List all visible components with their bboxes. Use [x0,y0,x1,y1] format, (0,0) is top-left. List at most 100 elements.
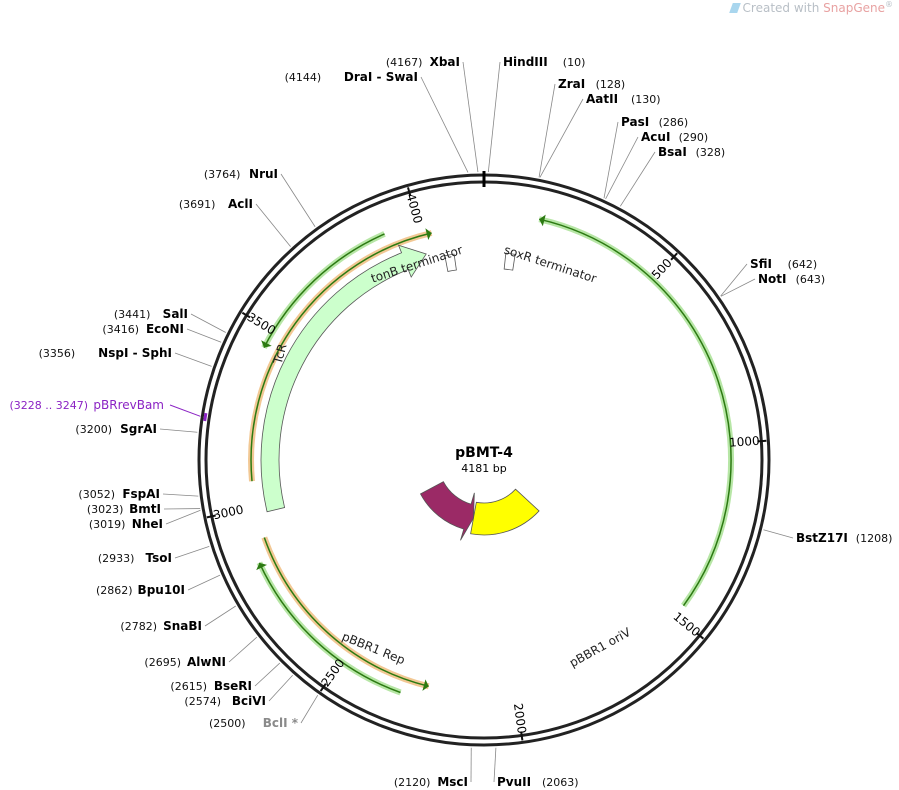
orf-arrow-line [250,232,432,482]
snapgene-watermark: Created with SnapGene® [728,0,893,15]
site-position: (2862) [96,584,133,597]
site-position: (1208) [856,532,893,545]
site-leader-line [186,328,222,343]
restriction-site: DraI - SwaI(4144) [285,70,418,84]
site-name: EcoNI [146,322,184,336]
restriction-site: BmtI (3023) [87,502,161,516]
site-name: NspI - SphI [98,346,172,360]
site-name: HindIII [503,55,548,69]
restriction-site: TsoI(2933) [98,551,172,565]
site-name: NotI [758,272,787,286]
site-name: DraI - SwaI [344,70,418,84]
restriction-site: BseRI(2615) [170,679,252,693]
site-position: (3441) [114,308,151,321]
restriction-site: AcuI(290) [641,130,708,144]
site-name: AcuI [641,130,670,144]
site-position: (128) [596,78,626,91]
site-position: (3356) [39,347,76,360]
watermark-prefix: Created with [742,1,824,15]
site-leader-line [174,352,212,367]
restriction-site: ZraI(128) [558,77,625,91]
site-position: (2500) [209,717,246,730]
scale-tick [206,514,216,519]
site-name: NruI [249,167,278,181]
site-leader-line [204,605,236,627]
scale-tick [757,439,767,443]
site-name: TsoI [146,551,172,565]
scale-tick [670,252,678,261]
orf-arrow-line [263,233,385,348]
site-position: (2120) [394,776,431,789]
site-name: NheI [132,517,163,531]
site-name: AclI [228,197,253,211]
restriction-site: BsaI(328) [658,145,725,159]
site-position: (643) [796,273,826,286]
site-name: AatII [586,92,618,106]
site-leader-line [255,203,291,247]
site-name: Bpu10I [138,583,185,597]
site-position: (2782) [120,620,157,633]
feature-tonb-terminator [444,253,457,272]
scale-tick-label: 1000 [729,434,760,450]
site-leader-line [603,121,619,199]
site-name: SnaBI [163,619,202,633]
restriction-site: SfiI(642) [750,257,817,271]
site-name: MscI [437,775,468,789]
site-leader-line [228,636,258,663]
site-leader-line [763,529,794,539]
site-name: PvuII [497,775,531,789]
restriction-site: SalI (3441) [114,307,188,321]
restriction-site: SgrAI(3200) [75,422,157,436]
feature-label: soxR terminator [502,243,598,286]
scale-tick [241,311,251,319]
site-leader-line [619,151,656,207]
site-position: (3416) [102,323,139,336]
primer-name: pBRrevBam [93,398,164,412]
site-leader-line [720,263,748,297]
primer-mark [203,412,208,422]
scale-tick [407,187,412,197]
site-position: (2695) [144,656,181,669]
feature-pbbr1-rep [419,481,475,541]
restriction-site: FspAI(3052) [78,487,160,501]
feature-soxr-terminator [503,252,516,271]
site-position: (3023) [87,503,124,516]
site-position: (4167) [386,56,423,69]
site-leader-line [280,173,316,227]
site-position: (2063) [542,776,579,789]
site-name: SfiI [750,257,772,271]
orf-arrowhead [256,562,268,571]
restriction-site: NheI(3019) [89,517,163,531]
restriction-site: NotI (643) [758,272,825,286]
restriction-site: EcoNI (3416) [102,322,184,336]
primer-position: (3228 .. 3247) [9,399,88,412]
site-position: (2574) [184,695,221,708]
feature-label: TcR [270,342,289,366]
site-name: BstZ17I [796,531,848,545]
watermark-brand: SnapGene [823,1,885,15]
scale-tick [695,632,705,640]
restriction-site: HindIII(10) [503,55,585,69]
site-leader-line [190,313,226,333]
site-leader-line [187,574,221,591]
restriction-site: Bpu10I (2862) [96,583,185,597]
orf-arrowhead [261,340,272,348]
restriction-site: NruI(3764) [204,167,278,181]
restriction-site: PasI(286) [621,115,688,129]
restriction-site: XbaI(4167) [386,55,460,69]
primer-annotation: pBRrevBam (3228 .. 3247) [9,398,208,422]
site-position: (2615) [170,680,207,693]
restriction-site-labels: HindIII(10) XbaI(4167)DraI - SwaI(4144) Zr… [39,55,893,789]
scale-tick [520,731,524,741]
site-leader-line [493,747,497,783]
site-leader-line [162,493,199,497]
scale-tick-label: 4000 [404,192,426,225]
restriction-site: PvuII (2063) [497,775,579,789]
site-name: BmtI [129,502,161,516]
site-name: SalI [163,307,188,321]
site-position: (3691) [179,198,216,211]
orf-arrows [248,214,735,696]
site-leader-line [268,674,293,702]
restriction-site: AlwNI(2695) [144,655,226,669]
